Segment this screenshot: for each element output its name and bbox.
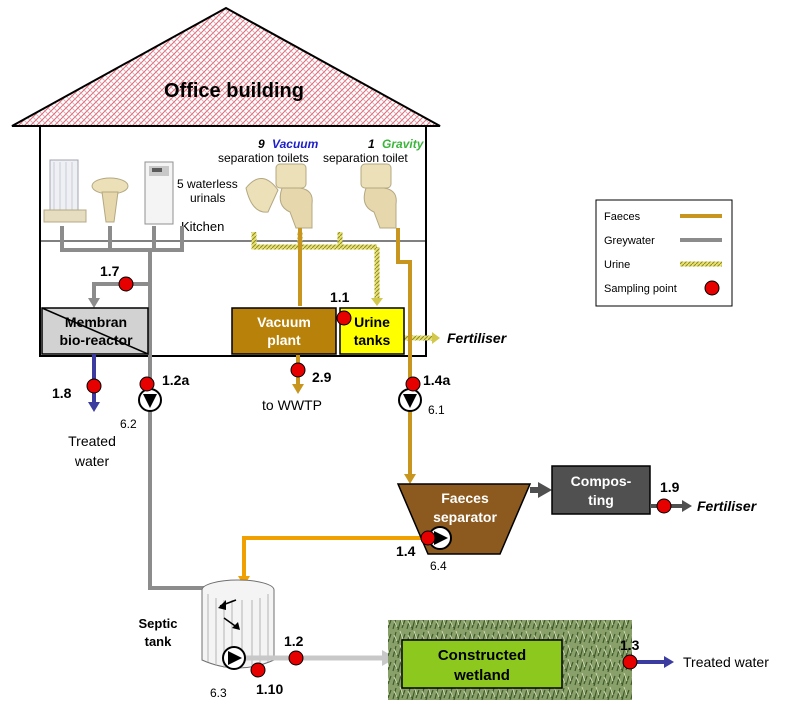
wetland-label-2: wetland (453, 667, 510, 684)
legend-label-sampling-point: Sampling point (604, 283, 677, 295)
legend-swatch-sampling-point (704, 280, 720, 296)
vacuum-plant: Vacuum plant (231, 307, 337, 355)
greywater-arrow-mbr (88, 298, 100, 308)
vacuum-toilet-icon (275, 163, 313, 229)
sampling-label-1-3: 1.3 (620, 637, 640, 653)
pump-label-6-3: 6.3 (210, 686, 227, 700)
septic-label-2: tank (145, 634, 173, 649)
urinals-label-1: 5 waterless (177, 177, 238, 191)
sampling-point-1-2: 1.2 (284, 633, 304, 666)
composting-label-2: ting (588, 492, 614, 508)
legend-label-greywater: Greywater (604, 235, 655, 247)
pump-label-6-2: 6.2 (120, 417, 137, 431)
legend-item-urine: Urine (604, 259, 722, 271)
sampling-label-1-9: 1.9 (660, 479, 680, 495)
wetland-output-arrow (664, 656, 674, 668)
sampling-label-1-2a: 1.2a (162, 372, 189, 388)
sampling-point-1-9: 1.9 (656, 479, 680, 514)
legend-label-urine: Urine (604, 259, 630, 271)
sampling-point-1-2a: 1.2a (139, 372, 189, 392)
sampling-point-1-10: 1.10 (250, 662, 283, 697)
building-title: Office building (164, 80, 304, 102)
pump-6-3: 6.3 (210, 646, 246, 700)
wetland-label-1: Constructed (438, 647, 526, 664)
vacuum-plant-label-1: Vacuum (257, 314, 311, 330)
constructed-wetland: Constructed wetland (388, 620, 632, 700)
svg-text:1 Gravity: 1 Gravity (368, 137, 425, 151)
faeces-separator-label-2: separator (433, 509, 497, 525)
sampling-label-1-2: 1.2 (284, 633, 304, 649)
pump-label-6-1: 6.1 (428, 403, 445, 417)
vacuum-plant-label-2: plant (267, 332, 301, 348)
sampling-point-1-7: 1.7 (100, 263, 134, 292)
dishwasher-icon (144, 161, 174, 225)
treated-water-mbr-2: water (74, 453, 110, 469)
membrane-bioreactor: Membran bio-reactor (41, 307, 149, 355)
svg-text:9 Vacuum: 9 Vacuum (258, 137, 319, 151)
gravity-count: 1 (368, 137, 375, 151)
gravity-toilet-label: separation toilet (323, 151, 408, 165)
to-wwtp-label: to WWTP (262, 397, 322, 413)
gravity-word: Gravity (382, 137, 425, 151)
treated-water-mbr-1: Treated (68, 433, 116, 449)
sampling-label-1-4: 1.4 (396, 543, 416, 559)
office-building: Office building 9 Vacuum separation toil… (11, 6, 441, 357)
sampling-label-1-1: 1.1 (330, 289, 350, 305)
faeces-arrow-wwtp (292, 384, 304, 394)
legend-label-faeces: Faeces (604, 211, 641, 223)
septic-label-1: Septic (138, 616, 177, 631)
sampling-label-1-4a: 1.4a (423, 372, 450, 388)
pump-6-4: 6.4 (428, 526, 452, 573)
washbasin-icon (91, 177, 129, 223)
urine-tanks-label-2: tanks (354, 332, 391, 348)
sampling-label-1-7: 1.7 (100, 263, 120, 279)
pump-6-1: 6.1 (398, 388, 445, 417)
faeces-arrow-separator (404, 474, 416, 484)
mbr-label-1: Membran (65, 314, 127, 330)
composting-output-arrow (682, 500, 692, 512)
faeces-gravity-line (396, 228, 412, 476)
mbr-output-arrow (88, 402, 100, 412)
treated-water-wetland: Treated water (683, 654, 769, 670)
sampling-point-1-4a: 1.4a (405, 372, 450, 392)
vacuum-word: Vacuum (272, 137, 319, 151)
faeces-to-septic (242, 536, 434, 578)
sampling-label-1-8: 1.8 (52, 385, 72, 401)
vacuum-toilets-label: separation toilets (218, 151, 309, 165)
composting: Compos- ting (551, 465, 651, 515)
composting-label-1: Compos- (571, 473, 632, 489)
faeces-pipes (242, 228, 434, 578)
kitchen-label: Kitchen (181, 219, 224, 234)
pump-label-6-4: 6.4 (430, 559, 447, 573)
fertiliser-urine-label: Fertiliser (447, 330, 508, 346)
sampling-point-1-8: 1.8 (52, 378, 102, 401)
sampling-label-2-9: 2.9 (312, 369, 332, 385)
composting-arrow (538, 482, 552, 498)
urinals-label-2: urinals (190, 191, 225, 205)
faeces-separator-label-1: Faeces (441, 490, 489, 506)
shower-icon (43, 159, 87, 223)
legend: Faeces Greywater Urine Sampling point (595, 199, 733, 307)
legend-item-faeces: Faeces (604, 211, 722, 223)
sampling-point-1-3: 1.3 (620, 637, 640, 670)
sampling-point-2-9: 2.9 (290, 362, 332, 385)
greywater-collector (60, 226, 184, 252)
legend-item-sampling-point: Sampling point (604, 280, 720, 296)
mbr-label-2: bio-reactor (59, 332, 133, 348)
building-roof (11, 6, 441, 127)
sampling-point-1-1: 1.1 (330, 289, 352, 326)
urine-tanks-label-1: Urine (354, 314, 390, 330)
legend-item-greywater: Greywater (604, 235, 722, 247)
sampling-label-1-10: 1.10 (256, 681, 283, 697)
vacuum-count: 9 (258, 137, 265, 151)
urinal-icon (245, 178, 279, 213)
septic-tank (201, 579, 275, 669)
pump-6-2: 6.2 (120, 388, 162, 431)
fertiliser-compost-label: Fertiliser (697, 498, 758, 514)
faeces-separator: Faeces separator (396, 483, 532, 555)
sampling-point-1-4: 1.4 (396, 530, 436, 559)
